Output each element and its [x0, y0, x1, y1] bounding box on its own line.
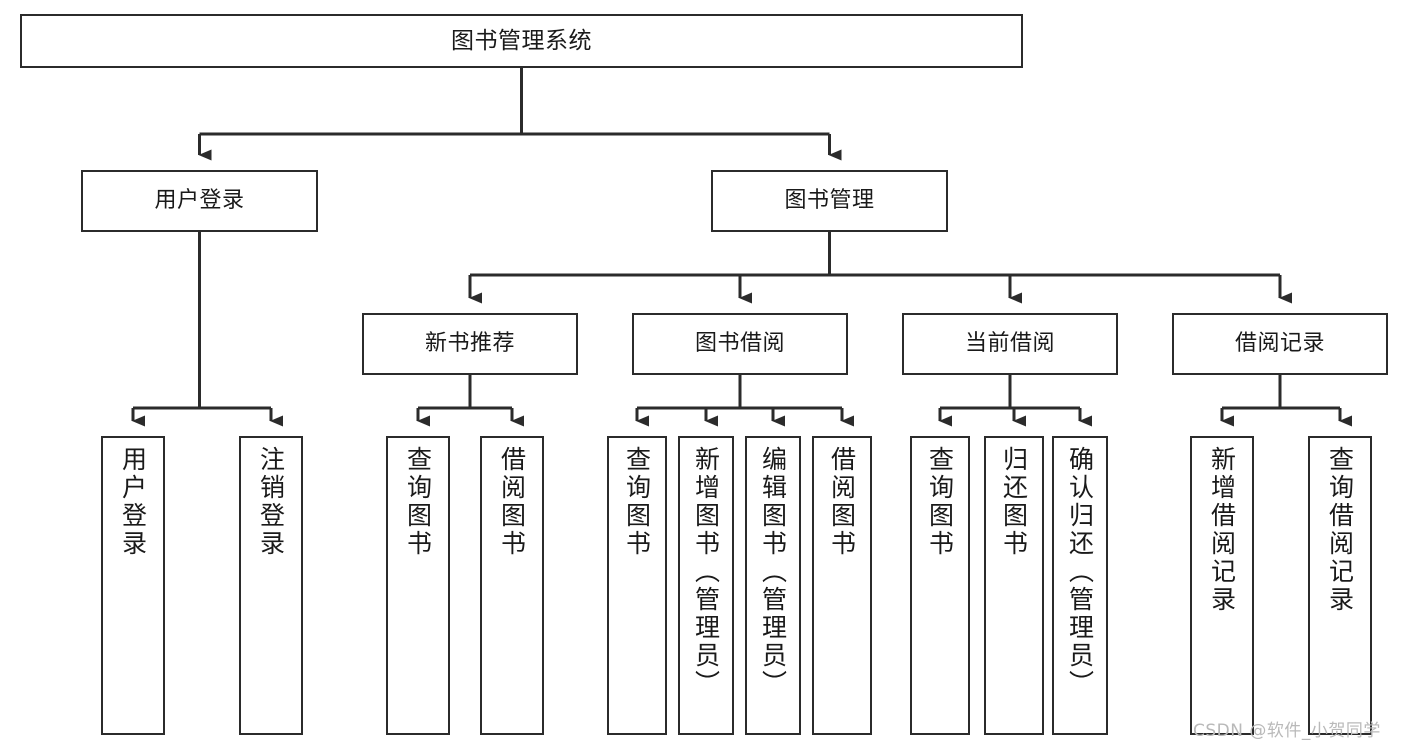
node-l-bborrow[interactable]: 借阅图书 — [812, 436, 872, 735]
node-label: 图书借阅 — [694, 331, 785, 357]
node-l-nb-borrow[interactable]: 借阅图书 — [480, 436, 544, 735]
node-label: 查询图书 — [403, 446, 433, 558]
node-l-bq[interactable]: 查询图书 — [607, 436, 667, 735]
node-l-nb-query[interactable]: 查询图书 — [386, 436, 450, 735]
node-label: 图书管理系统 — [451, 27, 592, 54]
node-label: 新增图书（管理员） — [691, 446, 721, 698]
watermark-credit: CSDN @软件_小贺同学 — [1193, 721, 1381, 741]
node-label: 查询图书 — [622, 446, 652, 558]
node-root[interactable]: 图书管理系统 — [20, 14, 1023, 68]
node-label: 用户登录 — [154, 188, 245, 214]
node-label: 查询借阅记录 — [1325, 446, 1355, 614]
node-l-cconf[interactable]: 确认归还（管理员） — [1052, 436, 1108, 735]
node-l-cret[interactable]: 归还图书 — [984, 436, 1044, 735]
node-label: 用户登录 — [118, 446, 148, 558]
node-label: 借阅图书 — [827, 446, 857, 558]
node-label: 新增借阅记录 — [1207, 446, 1237, 614]
node-label: 当前借阅 — [964, 331, 1055, 357]
node-l-cq[interactable]: 查询图书 — [910, 436, 970, 735]
node-label: 查询图书 — [925, 446, 955, 558]
node-login[interactable]: 用户登录 — [81, 170, 318, 232]
node-label: 新书推荐 — [424, 331, 515, 357]
node-l-logout[interactable]: 注销登录 — [239, 436, 303, 735]
node-label: 注销登录 — [256, 446, 286, 558]
node-l-rquery[interactable]: 查询借阅记录 — [1308, 436, 1372, 735]
node-bookmgmt[interactable]: 图书管理 — [711, 170, 948, 232]
node-l-login[interactable]: 用户登录 — [101, 436, 165, 735]
node-records[interactable]: 借阅记录 — [1172, 313, 1388, 375]
node-l-bedit[interactable]: 编辑图书（管理员） — [745, 436, 801, 735]
node-current[interactable]: 当前借阅 — [902, 313, 1118, 375]
node-l-radd[interactable]: 新增借阅记录 — [1190, 436, 1254, 735]
node-newbook[interactable]: 新书推荐 — [362, 313, 578, 375]
node-label: 借阅记录 — [1234, 331, 1325, 357]
node-l-badd[interactable]: 新增图书（管理员） — [678, 436, 734, 735]
node-label: 确认归还（管理员） — [1065, 446, 1095, 698]
node-label: 图书管理 — [784, 188, 875, 214]
node-label: 归还图书 — [999, 446, 1029, 558]
node-label: 编辑图书（管理员） — [758, 446, 788, 698]
node-borrow[interactable]: 图书借阅 — [632, 313, 848, 375]
node-label: 借阅图书 — [497, 446, 527, 558]
